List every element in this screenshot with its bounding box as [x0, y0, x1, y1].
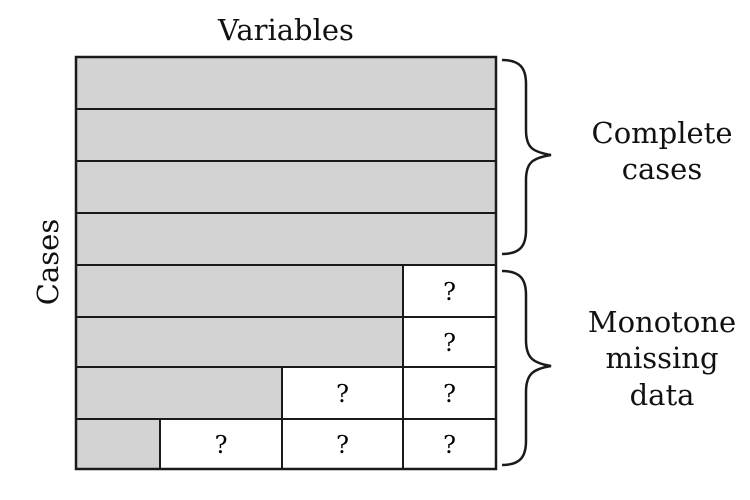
observed-block-row-4	[75, 212, 497, 266]
missing-marker: ?	[336, 380, 349, 408]
monotone-missing-label: Monotone missing data	[572, 304, 750, 413]
complete-cases-brace	[501, 58, 552, 256]
observed-block-row-6	[75, 316, 404, 368]
missing-marker: ?	[336, 431, 349, 459]
complete-cases-label-line2: cases	[621, 152, 703, 187]
missing-cell-r6-c4	[402, 316, 497, 368]
missing-cell-r8-c3	[281, 418, 404, 470]
observed-block-row-8	[75, 418, 161, 470]
observed-block-row-3	[75, 160, 497, 214]
missing-marker: ?	[443, 380, 456, 408]
matrix-cells: ???????	[74, 55, 498, 471]
missing-marker: ?	[443, 278, 456, 306]
observed-block-row-5	[75, 264, 404, 318]
monotone-missing-brace	[501, 269, 552, 467]
missing-marker: ?	[215, 431, 228, 459]
variables-axis-label: Variables	[218, 13, 354, 47]
missing-cell-r7-c4	[402, 366, 497, 420]
monotone-missing-label-line2: missing	[605, 341, 719, 376]
observed-block-row-2	[75, 108, 497, 162]
matrix-frame	[74, 55, 498, 471]
monotone-missing-label-line3: data	[629, 377, 695, 412]
missing-marker: ?	[443, 431, 456, 459]
observed-block-row-7	[75, 366, 283, 420]
observed-block-row-1	[75, 56, 497, 110]
complete-cases-label-line1: Complete	[591, 116, 733, 150]
monotone-missing-label-line1: Monotone	[587, 305, 737, 339]
missing-marker: ?	[443, 329, 456, 357]
complete-cases-label: Complete cases	[572, 115, 750, 188]
